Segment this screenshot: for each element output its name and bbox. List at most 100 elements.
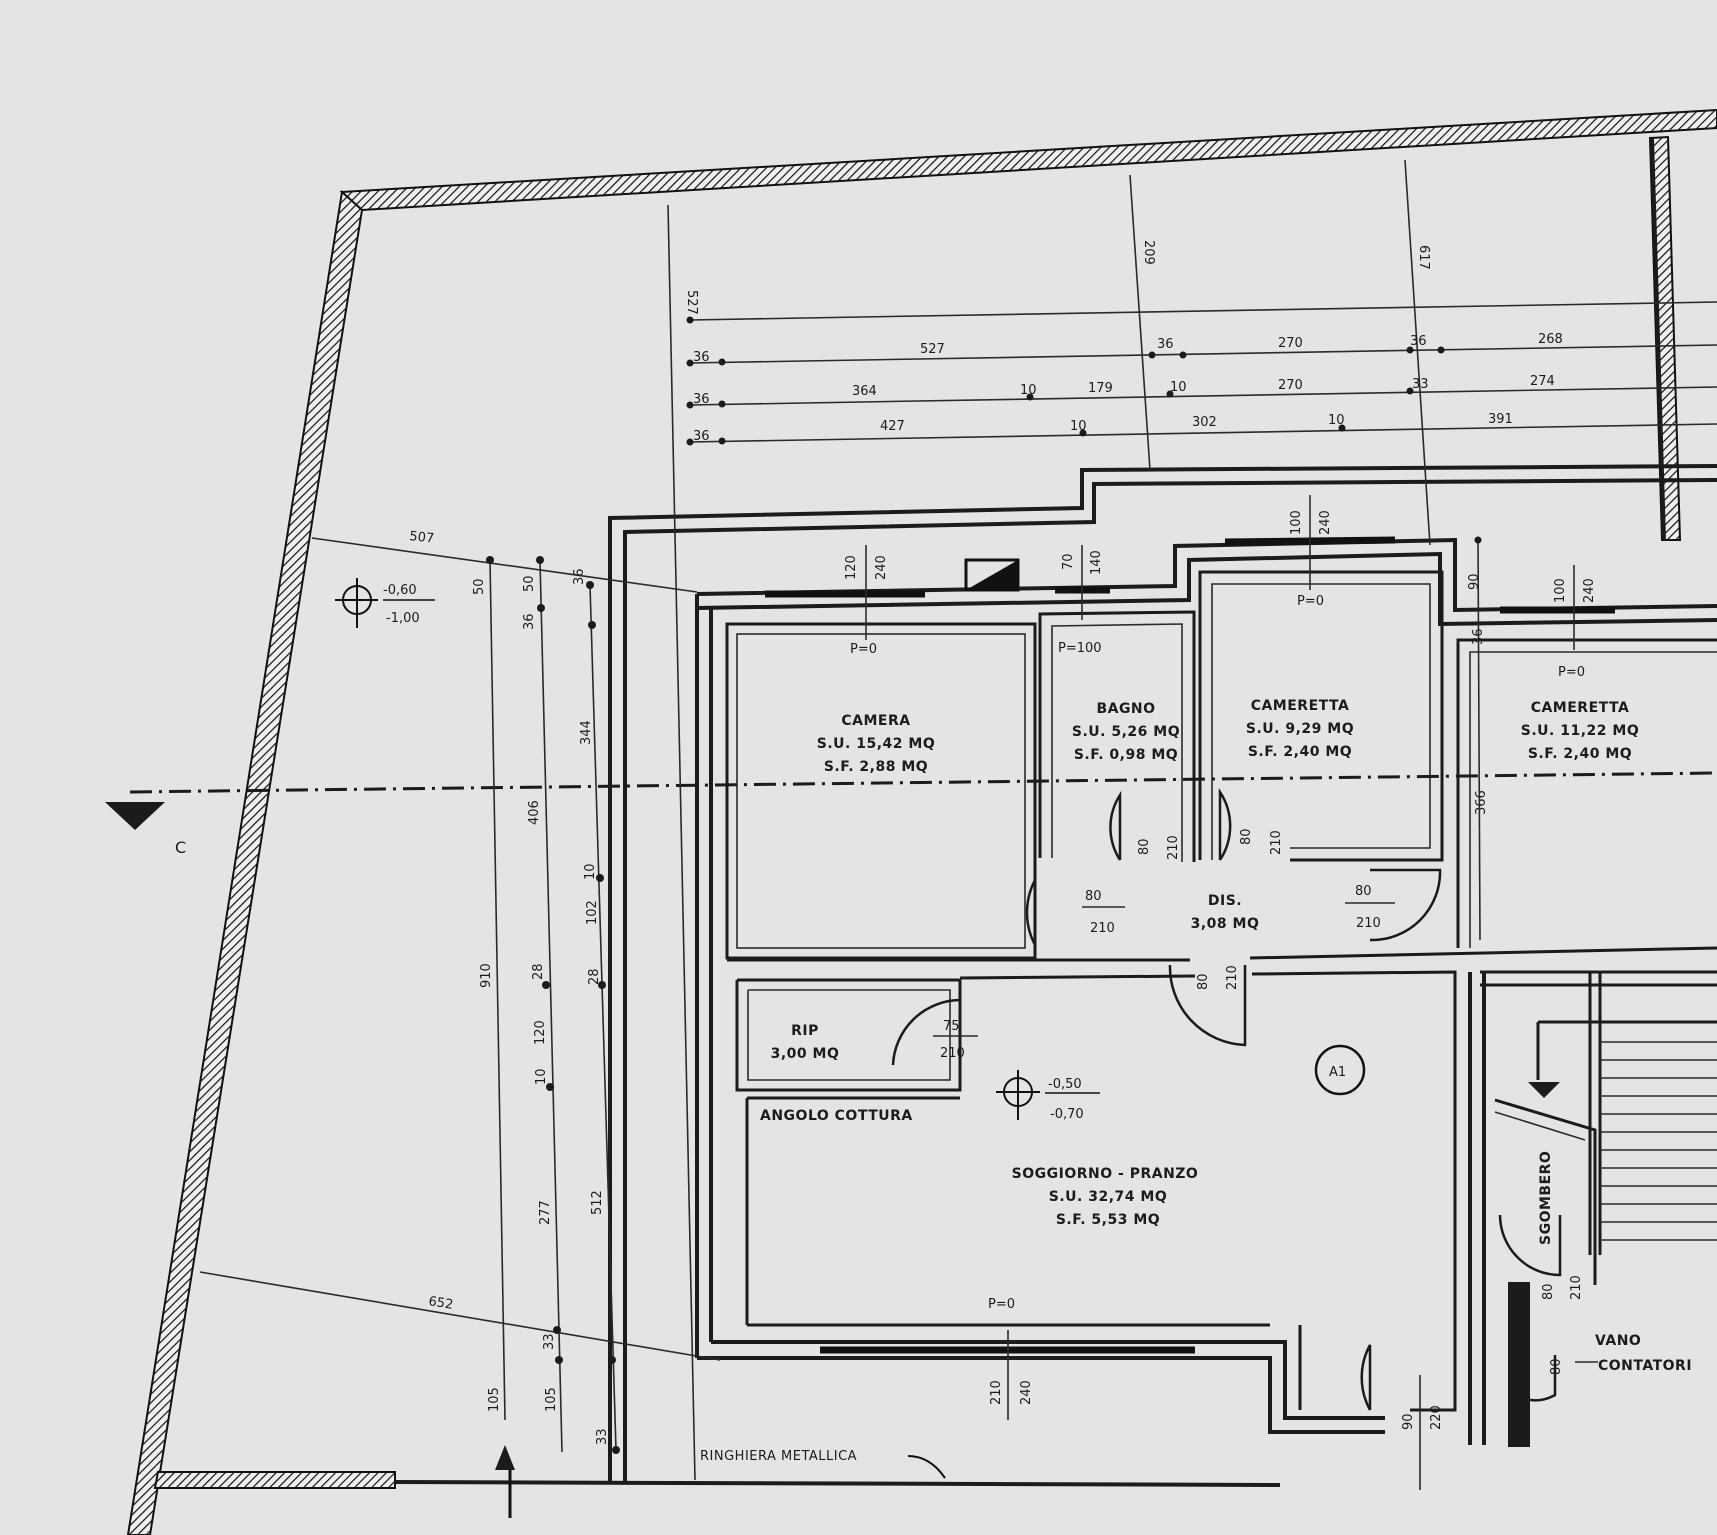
svg-text:406: 406 — [527, 800, 542, 825]
door-labels: 80 210 80 210 80 210 80 210 80 210 75 21… — [933, 828, 1584, 1490]
svg-text:33: 33 — [542, 1333, 557, 1350]
terrace-edge — [394, 1480, 1281, 1487]
svg-text:36: 36 — [693, 350, 710, 365]
svg-text:CAMERA: CAMERA — [841, 713, 910, 729]
svg-text:S.F. 2,40 MQ: S.F. 2,40 MQ — [1248, 744, 1352, 760]
svg-text:100: 100 — [1289, 510, 1304, 535]
room-sgombero: SGOMBERO — [1538, 1151, 1554, 1245]
svg-text:S.F. 0,98 MQ: S.F. 0,98 MQ — [1074, 747, 1178, 763]
svg-text:S.U. 15,42 MQ: S.U. 15,42 MQ — [817, 736, 935, 752]
svg-text:S.U. 9,29 MQ: S.U. 9,29 MQ — [1246, 721, 1354, 737]
svg-text:80: 80 — [1196, 973, 1211, 990]
svg-text:SOGGIORNO - PRANZO: SOGGIORNO - PRANZO — [1012, 1166, 1199, 1182]
svg-text:210: 210 — [1356, 916, 1381, 931]
room-cameretta-2: CAMERETTA S.U. 11,22 MQ S.F. 2,40 MQ — [1521, 700, 1639, 762]
wall-pier — [1508, 1282, 1530, 1447]
room-soggiorno: SOGGIORNO - PRANZO S.U. 32,74 MQ S.F. 5,… — [1012, 1166, 1199, 1228]
svg-text:P=0: P=0 — [988, 1297, 1015, 1312]
ringhiera-label: RINGHIERA METALLICA — [700, 1449, 946, 1479]
svg-text:270: 270 — [1278, 378, 1303, 393]
svg-text:210: 210 — [940, 1046, 965, 1061]
svg-text:75: 75 — [943, 1019, 960, 1034]
svg-text:210: 210 — [1569, 1275, 1584, 1300]
svg-text:240: 240 — [874, 555, 889, 580]
doors — [891, 787, 1562, 1411]
window-labels: 120 240 P=0 70 140 P=100 100 240 P=0 100… — [844, 495, 1597, 1420]
a1-symbol — [1314, 1044, 1366, 1096]
svg-text:210: 210 — [1225, 965, 1240, 990]
svg-text:-1,00: -1,00 — [386, 611, 420, 626]
svg-text:-0,70: -0,70 — [1050, 1107, 1084, 1122]
svg-text:120: 120 — [844, 555, 859, 580]
svg-text:80: 80 — [1541, 1283, 1556, 1300]
room-dis: DIS. 3,08 MQ — [1191, 893, 1260, 932]
svg-text:A1: A1 — [1329, 1065, 1346, 1080]
svg-text:36: 36 — [693, 392, 710, 407]
svg-text:BAGNO: BAGNO — [1096, 701, 1155, 717]
room-rip: RIP 3,00 MQ — [771, 1023, 840, 1062]
svg-text:28: 28 — [531, 963, 546, 980]
svg-text:652: 652 — [427, 1294, 454, 1313]
svg-text:S.F. 5,53 MQ: S.F. 5,53 MQ — [1056, 1212, 1160, 1228]
svg-text:10: 10 — [1070, 419, 1087, 434]
level-marker-terrace: -0,60 -1,00 — [335, 578, 435, 628]
stair-treads — [1528, 1041, 1717, 1241]
svg-text:364: 364 — [852, 384, 877, 399]
svg-text:CAMERETTA: CAMERETTA — [1251, 698, 1350, 714]
svg-text:P=0: P=0 — [850, 642, 877, 657]
apartment-walls — [608, 464, 1717, 1482]
svg-text:80: 80 — [1549, 1358, 1564, 1375]
svg-text:617: 617 — [1416, 245, 1431, 270]
svg-text:33: 33 — [1412, 377, 1429, 392]
svg-text:105: 105 — [544, 1387, 559, 1412]
section-line — [129, 771, 1717, 794]
svg-text:-0,50: -0,50 — [1048, 1077, 1082, 1092]
svg-text:S.U. 5,26 MQ: S.U. 5,26 MQ — [1072, 724, 1180, 740]
svg-text:910: 910 — [479, 963, 494, 988]
svg-text:P=100: P=100 — [1058, 641, 1102, 656]
level-marker-living: -0,50 -0,70 — [996, 1070, 1100, 1122]
svg-text:210: 210 — [1166, 835, 1181, 860]
svg-text:240: 240 — [1582, 578, 1597, 603]
svg-text:90: 90 — [1467, 573, 1482, 590]
svg-text:36: 36 — [1157, 337, 1174, 352]
section-marker: C — [175, 838, 186, 857]
room-cameretta-1: CAMERETTA S.U. 9,29 MQ S.F. 2,40 MQ — [1246, 698, 1354, 760]
svg-text:36: 36 — [522, 613, 537, 630]
room-bagno: BAGNO S.U. 5,26 MQ S.F. 0,98 MQ — [1072, 701, 1180, 763]
svg-text:33: 33 — [595, 1428, 610, 1445]
svg-text:344: 344 — [579, 720, 594, 745]
svg-text:-0,60: -0,60 — [383, 583, 417, 598]
svg-text:10: 10 — [534, 1068, 549, 1085]
room-angolo-cottura: ANGOLO COTTURA — [760, 1108, 913, 1124]
svg-text:S.F. 2,88 MQ: S.F. 2,88 MQ — [824, 759, 928, 775]
svg-text:210: 210 — [1090, 921, 1115, 936]
svg-text:90: 90 — [1401, 1413, 1416, 1430]
svg-text:512: 512 — [590, 1190, 605, 1215]
svg-text:527: 527 — [920, 342, 945, 357]
svg-text:50: 50 — [522, 575, 537, 592]
svg-text:120: 120 — [533, 1020, 548, 1045]
svg-text:RIP: RIP — [791, 1023, 819, 1039]
svg-text:10: 10 — [1328, 413, 1345, 428]
svg-text:427: 427 — [880, 419, 905, 434]
left-dimensions: 507 652 50 910 105 36 50 406 28 120 10 2… — [199, 529, 1489, 1518]
svg-text:277: 277 — [538, 1200, 553, 1225]
svg-text:80: 80 — [1137, 838, 1152, 855]
svg-text:10: 10 — [1170, 380, 1187, 395]
svg-text:3,08 MQ: 3,08 MQ — [1191, 916, 1260, 932]
svg-text:140: 140 — [1089, 550, 1104, 575]
svg-text:100: 100 — [1553, 578, 1568, 603]
svg-text:36: 36 — [572, 568, 587, 585]
svg-text:36: 36 — [1410, 334, 1427, 349]
svg-text:50: 50 — [472, 578, 487, 595]
svg-text:28: 28 — [587, 968, 602, 985]
svg-text:3,00 MQ: 3,00 MQ — [771, 1046, 840, 1062]
svg-text:P=0: P=0 — [1297, 594, 1324, 609]
svg-text:70: 70 — [1061, 553, 1076, 570]
svg-text:210: 210 — [989, 1380, 1004, 1405]
room-vano-contatori: VANO CONTATORI — [1575, 1333, 1692, 1374]
svg-text:366: 366 — [1474, 790, 1489, 815]
svg-text:CONTATORI: CONTATORI — [1598, 1358, 1692, 1374]
